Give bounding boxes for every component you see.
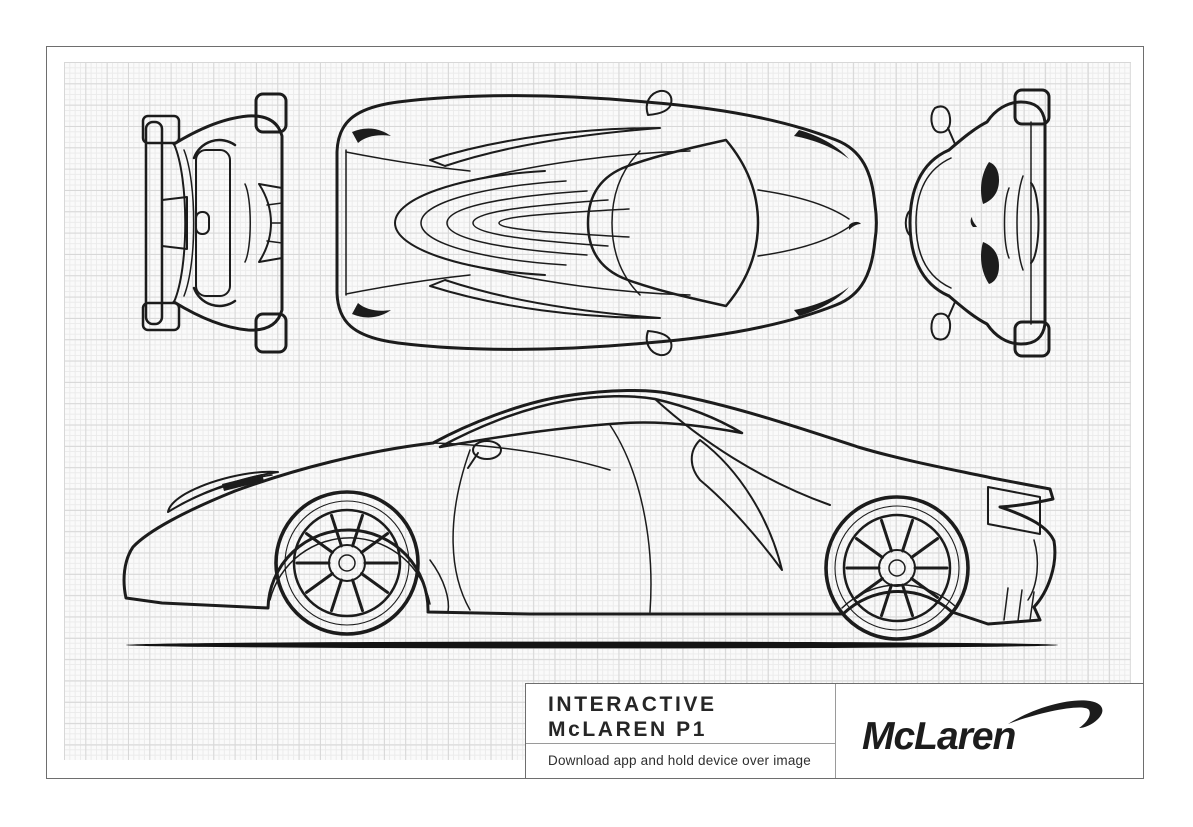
mclaren-swoosh-icon	[1007, 700, 1102, 728]
front-view-drawing	[904, 88, 1051, 358]
rear-view-drawing	[141, 92, 288, 354]
instruction-text: Download app and hold device over image	[548, 753, 811, 768]
poster-title: INTERACTIVE McLAREN P1	[526, 684, 835, 744]
title-block-text-cell: INTERACTIVE McLAREN P1 Download app and …	[526, 684, 836, 778]
title-line-1: INTERACTIVE	[548, 693, 717, 716]
title-line-2: McLAREN P1	[548, 718, 708, 741]
title-block: INTERACTIVE McLAREN P1 Download app and …	[525, 683, 1144, 779]
side-view-drawing	[122, 388, 1058, 649]
ground-shadow	[126, 641, 1058, 649]
mclaren-wordmark: McLaren	[862, 715, 1016, 758]
mclaren-logo: McLaren	[836, 684, 1143, 778]
mclaren-logo-graphic: McLaren	[862, 700, 1102, 758]
front-wheel	[274, 490, 420, 636]
top-view-drawing	[335, 89, 878, 357]
rear-wheel	[824, 495, 970, 641]
